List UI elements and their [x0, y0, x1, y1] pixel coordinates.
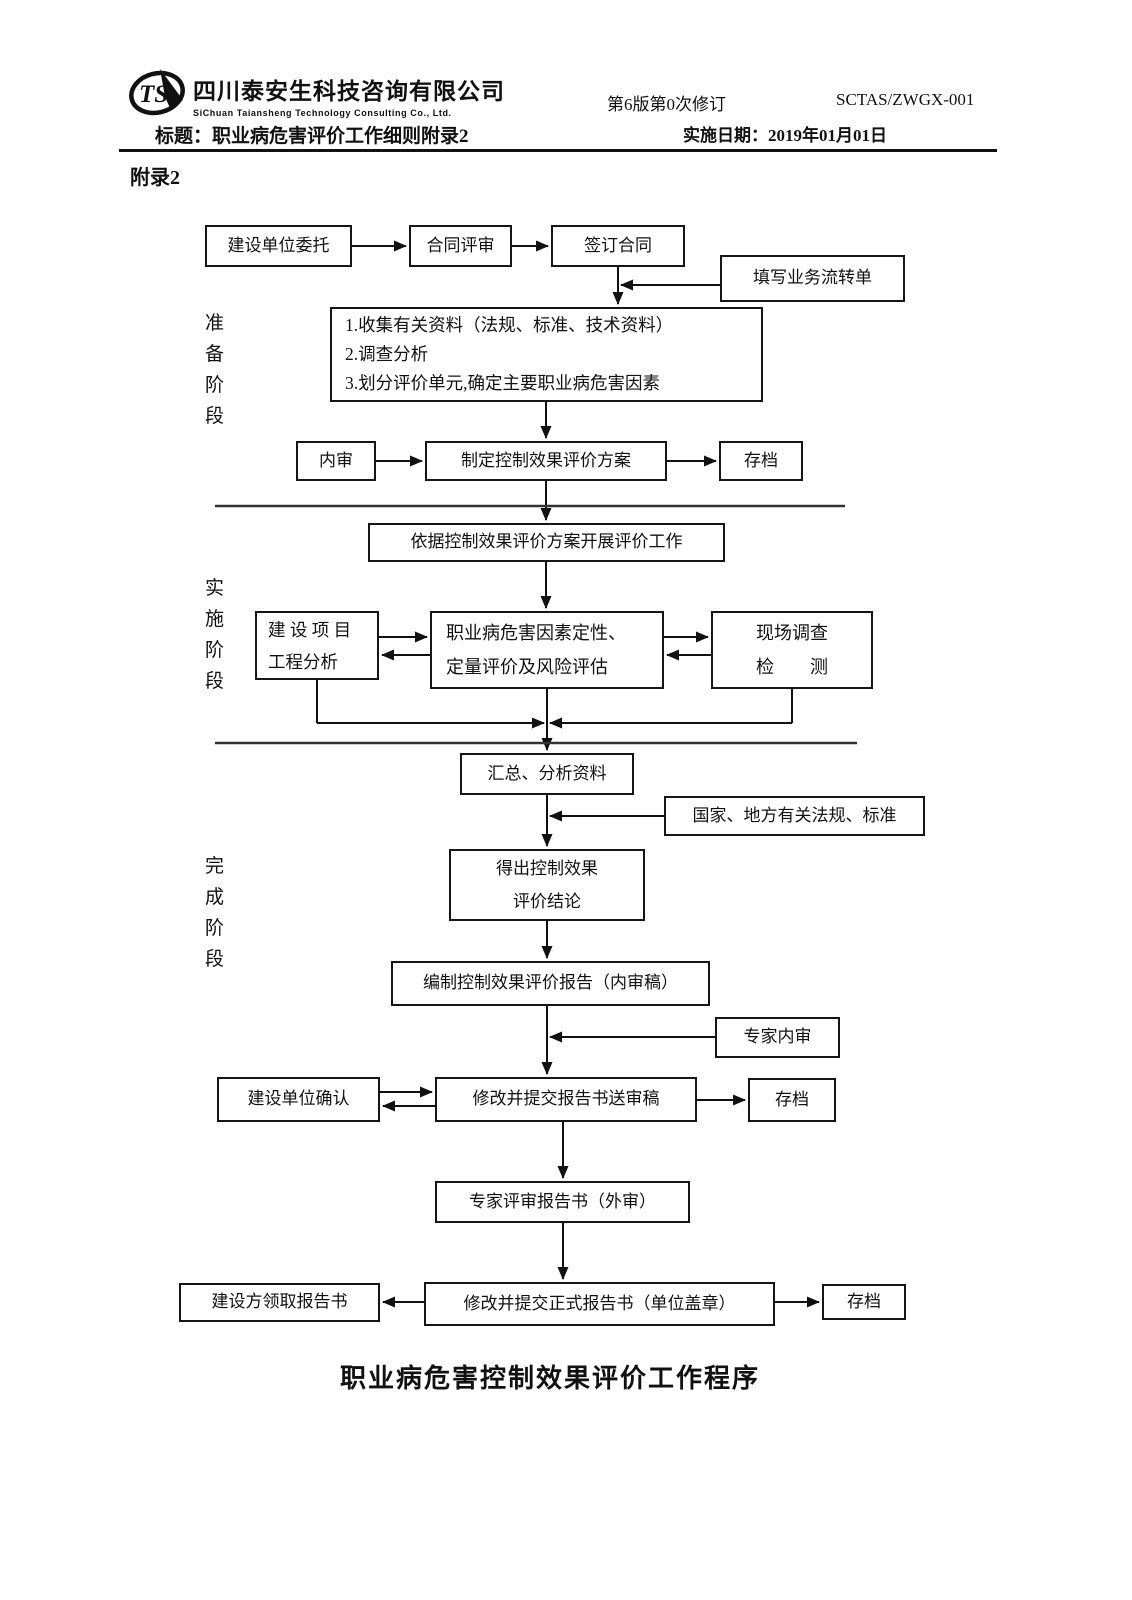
- flow-box-internal-audit: 内审: [296, 441, 376, 481]
- flow-box-collect-data: 1.收集有关资料（法规、标准、技术资料） 2.调查分析 3.划分评价单元,确定主…: [330, 307, 763, 402]
- flow-box-submit-final: 修改并提交正式报告书（单位盖章）: [424, 1282, 775, 1326]
- flow-box-expert-external: 专家评审报告书（外审）: [435, 1181, 690, 1223]
- flow-box-carry-out-plan: 依据控制效果评价方案开展评价工作: [368, 523, 725, 562]
- flow-box-summarize: 汇总、分析资料: [460, 753, 634, 795]
- company-name-en: SiChuan Taiansheng Technology Consulting…: [193, 108, 452, 118]
- flow-box-archive-1: 存档: [719, 441, 803, 481]
- flow-box-label: 存档: [847, 1291, 881, 1311]
- flow-box-label: 签订合同: [584, 235, 652, 255]
- revision-label: 第6版第0次修订: [607, 95, 726, 114]
- flow-box-archive-2: 存档: [748, 1078, 836, 1122]
- flow-box-label: 填写业务流转单: [753, 268, 872, 288]
- flow-box-label: 得出控制效果: [496, 859, 598, 878]
- stage-label-prepare: 准备阶段: [204, 313, 224, 427]
- flow-box-label: 建设单位委托: [227, 235, 330, 255]
- flow-box-label: 评价结论: [513, 892, 581, 911]
- flow-box-label: 职业病危害因素定性、: [446, 623, 626, 643]
- flow-box-label: 存档: [744, 450, 778, 470]
- flow-box-label: 3.划分评价单元,确定主要职业病危害因素: [345, 373, 660, 393]
- flow-box-label: 工程分析: [268, 651, 338, 672]
- flow-box-label: 专家内审: [743, 1027, 812, 1047]
- flow-box-conclusion: 得出控制效果 评价结论: [449, 849, 645, 921]
- company-block: 四川泰安生科技咨询有限公司 SiChuan Taiansheng Technol…: [193, 72, 505, 118]
- flow-box-submit-review-draft: 修改并提交报告书送审稿: [435, 1077, 697, 1122]
- flow-arrows: [316, 240, 820, 1308]
- flow-box-label: 国家、地方有关法规、标准: [692, 805, 897, 825]
- company-name: 四川泰安生科技咨询有限公司: [193, 78, 505, 104]
- flow-box-label: 定量评价及风险评估: [446, 657, 608, 677]
- flow-box-site-survey: 现场调查 检 测: [711, 611, 873, 689]
- flow-box-label: 建设单位确认: [247, 1089, 350, 1109]
- flow-box-laws-standards: 国家、地方有关法规、标准: [664, 796, 925, 836]
- implement-date: 实施日期：2019年01月01日: [683, 126, 887, 145]
- flow-box-label: 1.收集有关资料（法规、标准、技术资料）: [345, 315, 674, 335]
- flow-box-project-analysis: 建 设 项 目 工程分析: [255, 611, 379, 680]
- flow-box-label: 依据控制效果评价方案开展评价工作: [410, 532, 683, 552]
- flow-box-label: 合同评审: [426, 235, 495, 255]
- flow-box-contract-review: 合同评审: [409, 225, 512, 267]
- appendix-label: 附录2: [130, 167, 180, 189]
- flow-box-draft-report: 编制控制效果评价报告（内审稿）: [391, 961, 710, 1006]
- flow-box-label: 汇总、分析资料: [487, 763, 607, 783]
- flowchart-title: 职业病危害控制效果评价工作程序: [339, 1364, 760, 1393]
- flow-box-label: 专家评审报告书（外审）: [469, 1191, 656, 1211]
- stage-separators: [215, 504, 857, 745]
- flow-box-label: 修改并提交报告书送审稿: [472, 1089, 660, 1109]
- flow-box-label: 存档: [775, 1089, 809, 1109]
- flow-box-entrust: 建设单位委托: [205, 225, 352, 267]
- flow-box-label: 内审: [319, 450, 353, 470]
- flow-box-label: 制定控制效果评价方案: [461, 450, 631, 470]
- flow-box-label: 建 设 项 目: [268, 619, 352, 640]
- stage-label-implement: 实施阶段: [204, 578, 224, 692]
- flow-box-archive-3: 存档: [822, 1284, 906, 1320]
- flow-box-make-plan: 制定控制效果评价方案: [425, 441, 667, 481]
- flow-box-label: 2.调查分析: [345, 344, 429, 364]
- flow-box-evaluation: 职业病危害因素定性、 定量评价及风险评估: [430, 611, 664, 689]
- flow-box-owner-confirm: 建设单位确认: [217, 1077, 380, 1122]
- svg-text:TS: TS: [139, 81, 168, 108]
- flow-box-label: 编制控制效果评价报告（内审稿）: [423, 973, 678, 993]
- flow-box-label: 建设方领取报告书: [211, 1292, 348, 1312]
- flow-box-label: 检 测: [756, 657, 828, 677]
- header-rule: [119, 149, 997, 152]
- doc-title: 标题：职业病危害评价工作细则附录2: [155, 126, 469, 147]
- flow-box-fill-transfer-form: 填写业务流转单: [720, 255, 905, 302]
- flow-box-expert-internal: 专家内审: [715, 1017, 840, 1058]
- stage-label-complete: 完成阶段: [204, 856, 224, 970]
- doc-code: SCTAS/ZWGX-001: [836, 90, 975, 109]
- flow-box-label: 现场调查: [756, 623, 828, 643]
- company-logo-icon: TS: [129, 69, 185, 116]
- flow-box-label: 修改并提交正式报告书（单位盖章）: [463, 1293, 736, 1313]
- flow-box-sign-contract: 签订合同: [551, 225, 685, 267]
- flow-box-owner-receive: 建设方领取报告书: [179, 1283, 380, 1322]
